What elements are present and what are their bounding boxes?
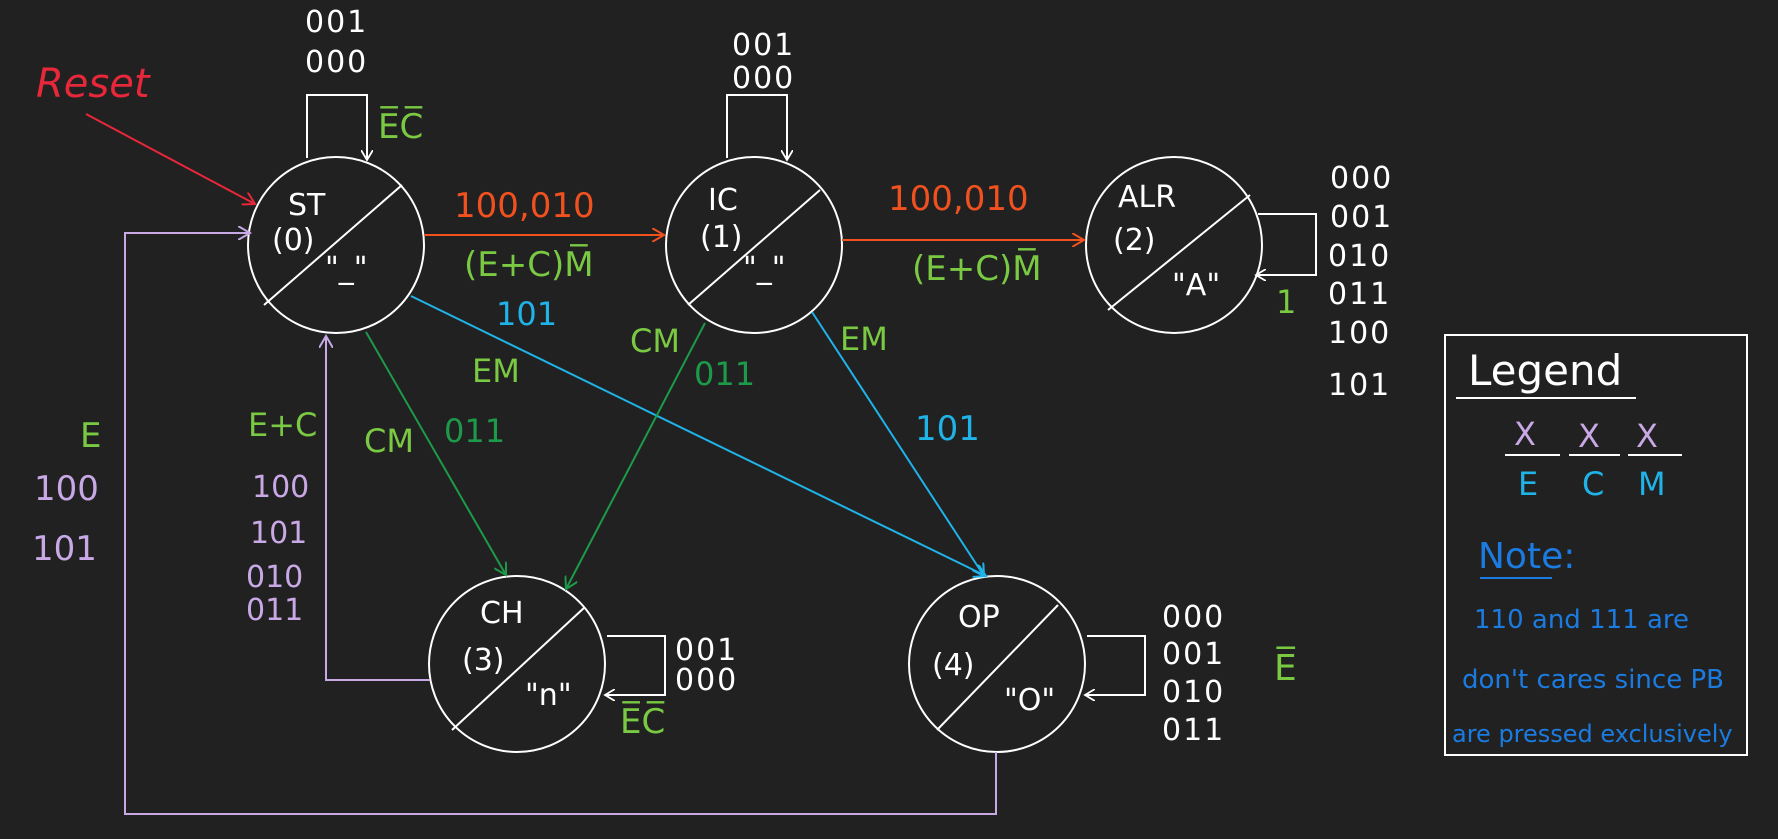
edge-ic-op bbox=[811, 311, 984, 576]
st-loop-condition: E̅C̅ bbox=[378, 106, 423, 147]
ch-loop-condition: E̅C̅ bbox=[620, 701, 665, 742]
legend-bit-e-symbol: X bbox=[1514, 415, 1536, 453]
edge-ch-st-code-1: 100 bbox=[252, 470, 309, 505]
legend-border bbox=[1444, 334, 1748, 756]
edge-ch-st-code-3: 010 bbox=[246, 560, 303, 595]
state-st-output: "_" bbox=[325, 251, 368, 286]
state-alr-output: "A" bbox=[1172, 268, 1220, 303]
op-loop-code-3: 010 bbox=[1162, 675, 1225, 710]
alr-loop-code-4: 011 bbox=[1328, 277, 1391, 312]
state-ch-divider bbox=[451, 606, 586, 731]
state-st-divider bbox=[263, 184, 403, 306]
legend-bit-c-symbol: X bbox=[1578, 417, 1600, 455]
state-alr-divider bbox=[1107, 194, 1251, 311]
alr-loop-code-2: 001 bbox=[1330, 200, 1393, 235]
state-ch-name: CH bbox=[480, 596, 524, 631]
state-ic: IC (1) "_" bbox=[665, 156, 843, 334]
edge-op-st-condition: E bbox=[80, 416, 101, 456]
state-ch-circle bbox=[428, 575, 606, 753]
edge-ic-alr-condition: (E+C)M̅ bbox=[912, 248, 1042, 289]
state-st-name: ST bbox=[288, 188, 326, 223]
ic-loop-code-2: 000 bbox=[732, 61, 795, 96]
op-loop-code-1: 000 bbox=[1162, 600, 1225, 635]
reset-arrow bbox=[85, 113, 255, 204]
op-self-loop bbox=[1085, 635, 1146, 695]
legend-bit-e-name: E bbox=[1518, 465, 1538, 503]
state-op-output: "O" bbox=[1004, 683, 1055, 718]
edge-st-op-condition: EM bbox=[472, 352, 520, 390]
st-self-loop bbox=[306, 94, 367, 160]
legend-note-line-2: don't cares since PB bbox=[1462, 665, 1724, 695]
edge-ch-st-code-2: 101 bbox=[250, 516, 307, 551]
st-loop-code-1: 001 bbox=[305, 5, 368, 40]
state-op: OP (4) "O" bbox=[908, 575, 1086, 753]
legend-bit-m-name: M bbox=[1638, 465, 1666, 503]
st-loop-code-2: 000 bbox=[305, 45, 368, 80]
op-loop-code-4: 011 bbox=[1162, 713, 1225, 748]
legend-bit-c-name: C bbox=[1582, 465, 1604, 503]
state-ic-output: "_" bbox=[743, 251, 786, 286]
state-st-circle bbox=[247, 156, 425, 334]
alr-loop-code-5: 100 bbox=[1328, 316, 1391, 351]
edge-ic-op-condition: EM bbox=[840, 320, 888, 358]
state-ic-circle bbox=[665, 156, 843, 334]
legend-box: Legend X X X E C M Note: 110 and 111 are… bbox=[1444, 334, 1748, 756]
ch-loop-code-2: 000 bbox=[675, 663, 738, 698]
ch-loop-code-1: 001 bbox=[675, 633, 738, 668]
ic-loop-code-1: 001 bbox=[732, 28, 795, 63]
edge-st-ch-condition: CM bbox=[364, 422, 414, 460]
legend-note-title: Note: bbox=[1478, 536, 1575, 577]
op-loop-condition: E̅ bbox=[1274, 646, 1297, 689]
edge-st-ch bbox=[365, 331, 506, 575]
edge-st-op-codes: 101 bbox=[496, 295, 557, 333]
legend-note-line-3: are pressed exclusively bbox=[1452, 720, 1733, 748]
edge-ch-st-condition: E+C bbox=[248, 406, 317, 444]
edge-ic-alr-codes: 100,010 bbox=[888, 179, 1029, 219]
edge-st-ic-condition: (E+C)M̅ bbox=[464, 244, 594, 285]
edge-st-ch-codes: 011 bbox=[444, 412, 505, 450]
edge-ic-ch bbox=[566, 322, 706, 589]
state-alr-name: ALR bbox=[1118, 180, 1176, 215]
state-ch: CH (3) "n" bbox=[428, 575, 606, 753]
edge-op-st bbox=[124, 233, 997, 815]
legend-title: Legend bbox=[1468, 346, 1622, 395]
state-st-number: (0) bbox=[272, 223, 315, 258]
state-op-number: (4) bbox=[932, 648, 975, 683]
state-alr: ALR (2) "A" bbox=[1085, 156, 1263, 334]
state-ch-output: "n" bbox=[525, 678, 572, 713]
ic-self-loop bbox=[726, 94, 787, 160]
state-ic-name: IC bbox=[708, 183, 738, 218]
edge-op-st-code-1: 100 bbox=[34, 469, 99, 509]
state-ch-number: (3) bbox=[462, 643, 505, 678]
alr-loop-code-3: 010 bbox=[1328, 239, 1391, 274]
alr-loop-condition: 1 bbox=[1276, 283, 1296, 321]
edge-ic-ch-codes: 011 bbox=[694, 355, 755, 393]
alr-loop-code-6: 101 bbox=[1328, 368, 1391, 403]
edge-ch-st-code-4: 011 bbox=[246, 593, 303, 628]
edge-ch-st bbox=[326, 336, 430, 681]
legend-note-line-1: 110 and 111 are bbox=[1474, 605, 1689, 635]
edge-st-op bbox=[410, 295, 986, 576]
alr-loop-code-1: 000 bbox=[1330, 161, 1393, 196]
state-op-name: OP bbox=[958, 600, 1000, 635]
edge-ic-ch-condition: CM bbox=[630, 322, 680, 360]
edge-op-st-code-2: 101 bbox=[32, 529, 97, 569]
state-alr-number: (2) bbox=[1113, 223, 1156, 258]
state-ic-divider bbox=[687, 189, 821, 306]
state-st: ST (0) "_" bbox=[247, 156, 425, 334]
state-ic-number: (1) bbox=[700, 220, 743, 255]
state-op-divider bbox=[936, 604, 1059, 731]
reset-label: Reset bbox=[36, 61, 151, 107]
alr-self-loop bbox=[1256, 213, 1317, 275]
edge-ic-op-codes: 101 bbox=[915, 409, 980, 449]
ch-self-loop bbox=[605, 635, 666, 695]
edge-st-ic-codes: 100,010 bbox=[454, 186, 595, 226]
op-loop-code-2: 001 bbox=[1162, 637, 1225, 672]
state-alr-circle bbox=[1085, 156, 1263, 334]
legend-bit-m-symbol: X bbox=[1636, 417, 1658, 455]
